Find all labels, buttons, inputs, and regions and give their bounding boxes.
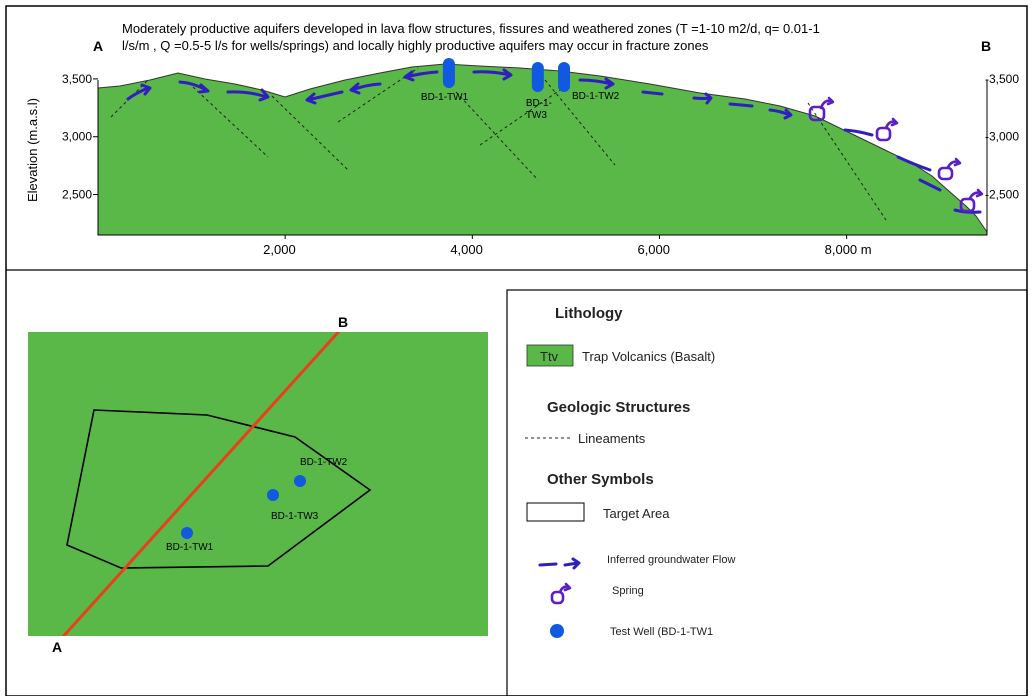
flow-arrow-3 (226, 88, 270, 102)
legend-spring-symbol (550, 582, 572, 605)
flow-arrow-12 (768, 108, 793, 120)
section-well-label: TW3 (526, 110, 548, 121)
section-well-label: BD-1- (526, 98, 552, 109)
inferred-groundwater-flow-arrows (126, 68, 982, 214)
y-tick-label-right: -2,500 (985, 188, 1019, 202)
section-well-label: BD-1-TW1 (421, 92, 469, 103)
section-well-bd-1-tw3: BD-1-TW3 (526, 62, 552, 121)
legend-heading-lithology: Lithology (555, 305, 623, 322)
flow-arrow-5 (349, 82, 382, 95)
flow-arrow-11 (728, 102, 754, 108)
springs-in-section (808, 96, 984, 213)
flow-arrow-1 (126, 83, 152, 101)
y-tick-label-left: 3,500 (62, 72, 92, 86)
flow-arrow-4 (305, 90, 344, 105)
test-well-symbol (531, 62, 544, 92)
legend-flow-symbol (538, 557, 581, 570)
target-area-outline (66, 409, 372, 569)
x-tick-label: 8,000 m (825, 242, 872, 257)
legend-spring-label: Spring (612, 585, 644, 597)
legend-ttv-swatch (526, 344, 574, 367)
legend-target-area-label: Target Area (603, 506, 670, 521)
x-tick-label: 2,000 (263, 242, 296, 257)
plan-map: B A BD-1-TW2 BD-1-TW3 BD-1-TW1 (28, 314, 488, 655)
x-tick-label: 6,000 (637, 242, 670, 257)
plan-well-bd-1-tw1: BD-1-TW1 (166, 527, 214, 553)
spring-1 (808, 96, 835, 122)
legend-heading-structures: Geologic Structures (547, 399, 690, 416)
plan-well-label: BD-1-TW1 (166, 542, 214, 553)
flow-arrow-7 (472, 68, 513, 81)
spring-4 (959, 188, 984, 213)
flow-arrow-2 (178, 80, 210, 94)
test-well-symbol (558, 62, 571, 92)
section-end-label-a: A (93, 38, 103, 54)
legend-target-area-symbol (526, 502, 585, 522)
spring-2 (875, 117, 899, 142)
legend-ttv-code: Ttv (540, 349, 559, 364)
y-axis-label: Elevation (m.a.s.l) (25, 98, 40, 202)
flow-arrow-9 (641, 90, 664, 96)
section-well-label: BD-1-TW2 (572, 91, 620, 102)
plan-well-bd-1-tw3: BD-1-TW3 (267, 489, 319, 522)
lineament-7 (544, 79, 616, 166)
test-well-symbol (442, 58, 455, 88)
section-well-bd-1-tw1: BD-1-TW1 (421, 58, 469, 103)
legend-ttv-label: Trap Volcanics (Basalt) (582, 349, 715, 364)
section-title-line1: Moderately productive aquifers developed… (122, 21, 820, 36)
spring-3 (937, 157, 962, 181)
legend-box (506, 289, 1028, 696)
legend-heading-other: Other Symbols (547, 471, 654, 488)
lineament-2 (192, 86, 269, 158)
plan-well-label: BD-1-TW3 (271, 511, 319, 522)
y-tick-label-left: 3,000 (62, 130, 92, 144)
flow-arrow-14 (896, 155, 932, 172)
section-end-label-b: B (981, 38, 991, 54)
test-well-marker (181, 527, 193, 539)
legend-lineaments-label: Lineaments (578, 431, 646, 446)
plan-end-label-a: A (52, 639, 62, 655)
section-axes: 3,500 -3,500 3,000 -3,000 2,500 -2,500 2,000 4,… (62, 72, 1019, 257)
legend-flow-label: Inferred groundwater Flow (607, 554, 735, 566)
y-tick-label-right: -3,500 (985, 72, 1019, 86)
cross-section: Moderately productive aquifers developed… (25, 21, 1019, 257)
legend-test-well-symbol (550, 624, 564, 638)
x-tick-label: 4,000 (450, 242, 483, 257)
plan-well-bd-1-tw2: BD-1-TW2 (294, 457, 348, 487)
legend: Lithology Ttv Trap Volcanics (Basalt) Ge… (525, 305, 735, 638)
y-tick-label-right: -3,000 (985, 130, 1019, 144)
flow-arrow-10 (692, 92, 713, 105)
test-well-marker (267, 489, 279, 501)
flow-arrow-13 (843, 128, 874, 137)
plan-end-label-b: B (338, 314, 348, 330)
section-title-line2: l/s/m , Q =0.5-5 l/s for wells/springs) … (122, 38, 709, 53)
section-line-a-b (61, 332, 341, 636)
legend-test-well-label: Test Well (BD-1-TW1 (610, 626, 713, 638)
test-well-marker (294, 475, 306, 487)
flow-arrow-6 (403, 70, 439, 82)
section-well-bd-1-tw2: BD-1-TW2 (558, 62, 620, 102)
y-tick-label-left: 2,500 (62, 188, 92, 202)
flow-arrow-8 (578, 77, 615, 90)
plan-map-basalt-area (28, 332, 488, 636)
flow-arrow-15 (918, 178, 942, 192)
plan-well-label: BD-1-TW2 (300, 457, 348, 468)
lineament-6 (479, 89, 561, 146)
lineament-5 (455, 91, 539, 181)
